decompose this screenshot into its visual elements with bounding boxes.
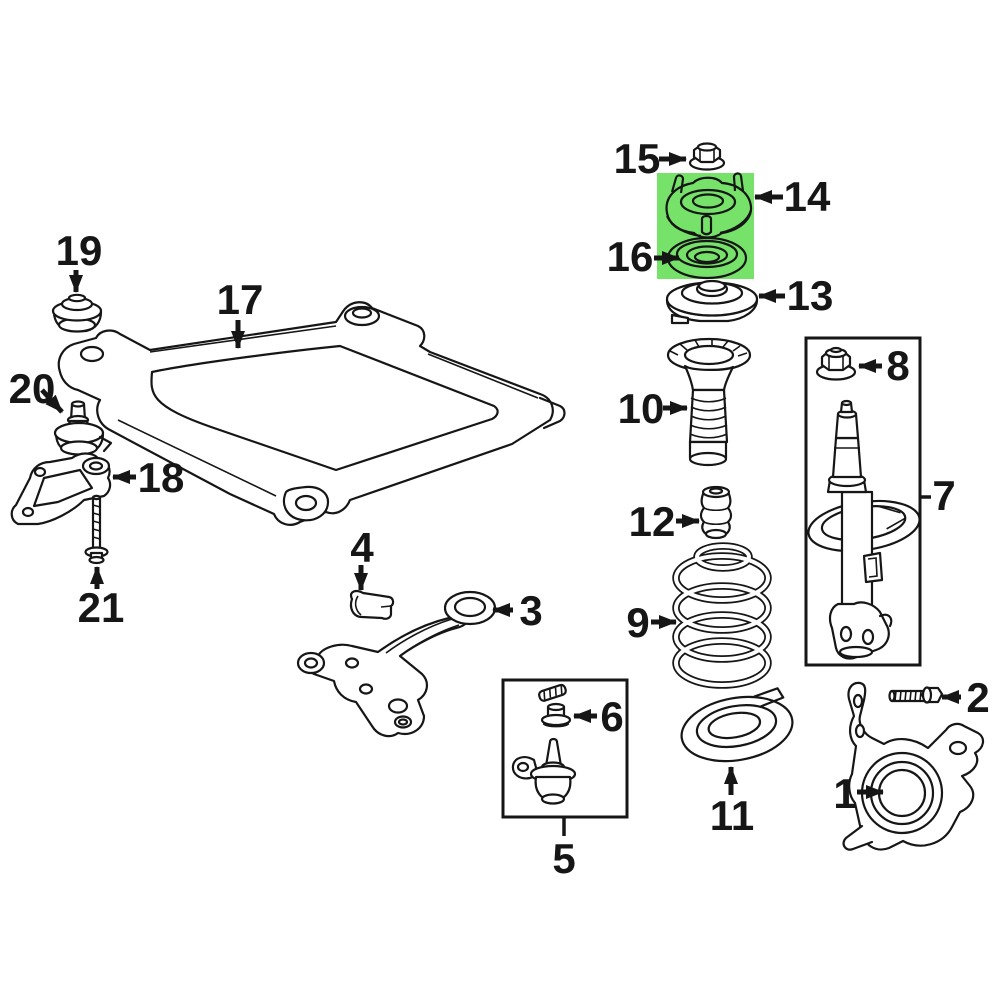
part-label-21: 21 xyxy=(78,584,125,631)
part-label-18: 18 xyxy=(138,454,185,501)
part-drawing-strut-rod-nut xyxy=(815,346,857,381)
part-drawing-front-subframe xyxy=(57,301,566,526)
part-label-9: 9 xyxy=(626,599,649,646)
part-label-17: 17 xyxy=(217,276,264,323)
part-drawing-ball-joint xyxy=(511,737,577,805)
part-label-8: 8 xyxy=(886,342,909,389)
part-drawing-control-arm-clamp xyxy=(349,589,395,620)
part-labels: 1 2 3 4 5 6 7 8 9 10 11 12 13 14 15 16 1… xyxy=(9,135,990,882)
part-drawing-steering-knuckle xyxy=(842,681,985,851)
part-label-7: 7 xyxy=(932,472,955,519)
arrow-to-part-20 xyxy=(40,388,64,414)
part-label-15: 15 xyxy=(614,135,661,182)
leader-arrows xyxy=(40,152,961,799)
part-box-strut-assembly xyxy=(804,336,931,667)
part-label-5: 5 xyxy=(552,835,575,882)
part-drawing-brace-bracket xyxy=(10,452,112,526)
part-label-6: 6 xyxy=(600,693,623,740)
part-drawing-knuckle-bolt xyxy=(888,686,944,704)
part-drawing-subframe-bushing xyxy=(51,293,103,333)
part-drawing-strut-mount xyxy=(665,172,753,239)
part-label-19: 19 xyxy=(56,227,103,274)
part-label-4: 4 xyxy=(350,524,374,571)
part-label-3: 3 xyxy=(519,587,542,634)
part-label-20: 20 xyxy=(9,365,56,412)
part-label-12: 12 xyxy=(629,498,676,545)
part-label-10: 10 xyxy=(618,385,665,432)
part-label-11: 11 xyxy=(710,792,754,839)
part-drawing-dust-boot xyxy=(666,337,752,467)
part-drawing-lower-control-arm xyxy=(296,590,497,738)
part-drawing-bump-stop xyxy=(699,485,733,540)
part-drawing-lower-spring-insulator xyxy=(680,687,794,763)
part-drawing-coil-spring xyxy=(672,542,772,689)
part-drawing-grommet xyxy=(540,702,572,728)
part-drawing-strut-mount-nut xyxy=(688,142,726,171)
part-label-16: 16 xyxy=(607,233,654,280)
part-drawing-brace-bolt xyxy=(84,494,109,565)
part-label-2: 2 xyxy=(966,674,989,721)
part-drawing-upper-spring-seat xyxy=(665,279,759,325)
part-box-ball-joint-kit xyxy=(501,678,629,836)
part-label-1: 1 xyxy=(833,770,856,817)
part-drawing-body-mount xyxy=(53,400,113,456)
part-label-13: 13 xyxy=(787,272,834,319)
part-label-14: 14 xyxy=(784,173,831,220)
part-drawing-strut xyxy=(807,399,921,660)
